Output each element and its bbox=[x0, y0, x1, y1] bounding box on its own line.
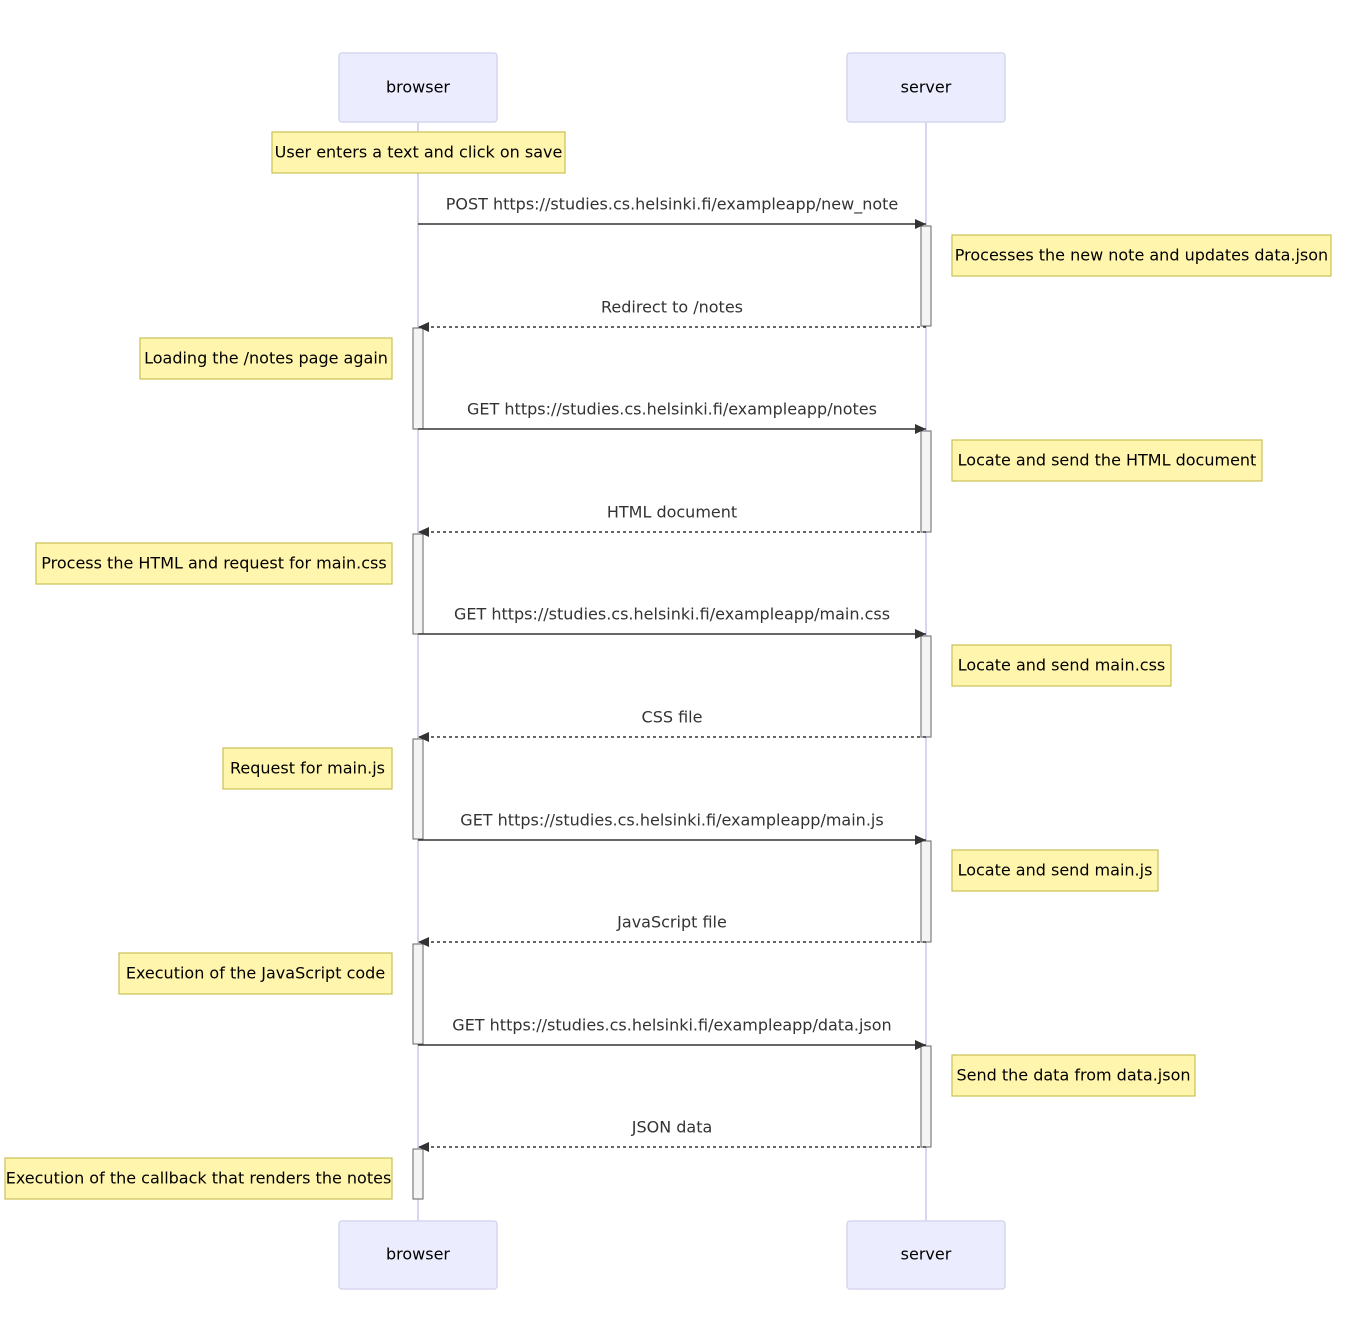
server-activation bbox=[920, 225, 932, 327]
message-css-file: CSS file bbox=[418, 708, 926, 742]
svg-text:Execution of the JavaScript co: Execution of the JavaScript code bbox=[126, 964, 385, 983]
note-request-main-js: Request for main.js bbox=[222, 747, 393, 790]
browser-activation bbox=[412, 1148, 424, 1200]
server-actor-top: server bbox=[846, 52, 1006, 123]
message-post-new-note: POST https://studies.cs.helsinki.fi/exam… bbox=[418, 195, 926, 229]
note-process-html: Process the HTML and request for main.cs… bbox=[35, 542, 393, 585]
browser-actor-bottom: browser bbox=[338, 1220, 498, 1290]
svg-text:HTML document: HTML document bbox=[607, 503, 737, 522]
svg-text:Redirect to /notes: Redirect to /notes bbox=[601, 298, 743, 317]
browser-activation bbox=[412, 738, 424, 840]
svg-text:GET https://studies.cs.helsink: GET https://studies.cs.helsinki.fi/examp… bbox=[454, 605, 890, 624]
svg-text:GET https://studies.cs.helsink: GET https://studies.cs.helsinki.fi/examp… bbox=[467, 400, 877, 419]
server-actor-bottom: server bbox=[846, 1220, 1006, 1290]
note-user-enters-text: User enters a text and click on save bbox=[271, 131, 566, 174]
message-redirect-notes: Redirect to /notes bbox=[418, 298, 926, 332]
svg-text:Processes the new note and upd: Processes the new note and updates data.… bbox=[955, 246, 1328, 265]
browser-actor-label: browser bbox=[386, 78, 450, 97]
note-execution-callback: Execution of the callback that renders t… bbox=[4, 1157, 393, 1200]
note-send-data-json: Send the data from data.json bbox=[951, 1054, 1196, 1097]
svg-text:GET https://studies.cs.helsink: GET https://studies.cs.helsinki.fi/examp… bbox=[452, 1016, 891, 1035]
message-get-data-json: GET https://studies.cs.helsinki.fi/examp… bbox=[418, 1016, 926, 1050]
svg-text:GET https://studies.cs.helsink: GET https://studies.cs.helsinki.fi/examp… bbox=[460, 811, 883, 830]
server-actor-label: server bbox=[901, 1245, 952, 1264]
browser-activation bbox=[412, 943, 424, 1045]
svg-text:Execution of the callback that: Execution of the callback that renders t… bbox=[6, 1169, 392, 1188]
svg-text:JSON data: JSON data bbox=[631, 1118, 713, 1137]
message-html-document: HTML document bbox=[418, 503, 926, 537]
message-json-data: JSON data bbox=[418, 1118, 926, 1152]
browser-activation bbox=[412, 327, 424, 430]
note-locate-main-js: Locate and send main.js bbox=[951, 849, 1159, 892]
server-activation bbox=[920, 430, 932, 533]
note-processes-new-note: Processes the new note and updates data.… bbox=[951, 234, 1332, 277]
svg-text:Request for main.js: Request for main.js bbox=[230, 759, 385, 778]
svg-text:Locate and send main.js: Locate and send main.js bbox=[958, 861, 1153, 880]
message-get-notes: GET https://studies.cs.helsinki.fi/examp… bbox=[418, 400, 926, 434]
note-loading-notes-page: Loading the /notes page again bbox=[139, 337, 393, 380]
server-actor-label: server bbox=[901, 78, 952, 97]
svg-text:Send the data from data.json: Send the data from data.json bbox=[956, 1066, 1190, 1085]
svg-text:User enters a text and click o: User enters a text and click on save bbox=[275, 143, 563, 162]
svg-text:Process the HTML and request f: Process the HTML and request for main.cs… bbox=[41, 554, 386, 573]
message-javascript-file: JavaScript file bbox=[418, 913, 926, 947]
svg-text:CSS file: CSS file bbox=[642, 708, 703, 727]
note-execution-js: Execution of the JavaScript code bbox=[118, 952, 393, 995]
server-activation bbox=[920, 635, 932, 738]
message-get-main-css: GET https://studies.cs.helsinki.fi/examp… bbox=[418, 605, 926, 639]
svg-text:POST https://studies.cs.helsin: POST https://studies.cs.helsinki.fi/exam… bbox=[446, 195, 899, 215]
browser-activation bbox=[412, 533, 424, 635]
server-activation bbox=[920, 840, 932, 943]
browser-actor-label: browser bbox=[386, 1245, 450, 1264]
svg-text:JavaScript file: JavaScript file bbox=[616, 913, 727, 932]
message-get-main-js: GET https://studies.cs.helsinki.fi/examp… bbox=[418, 811, 926, 845]
svg-text:Locate and send the HTML docum: Locate and send the HTML document bbox=[958, 451, 1257, 470]
browser-actor-top: browser bbox=[338, 52, 498, 123]
note-locate-main-css: Locate and send main.css bbox=[951, 644, 1172, 687]
svg-text:Loading the /notes page again: Loading the /notes page again bbox=[144, 349, 388, 368]
note-locate-html: Locate and send the HTML document bbox=[951, 439, 1263, 482]
server-activation bbox=[920, 1045, 932, 1148]
svg-text:Locate and send main.css: Locate and send main.css bbox=[958, 656, 1166, 675]
